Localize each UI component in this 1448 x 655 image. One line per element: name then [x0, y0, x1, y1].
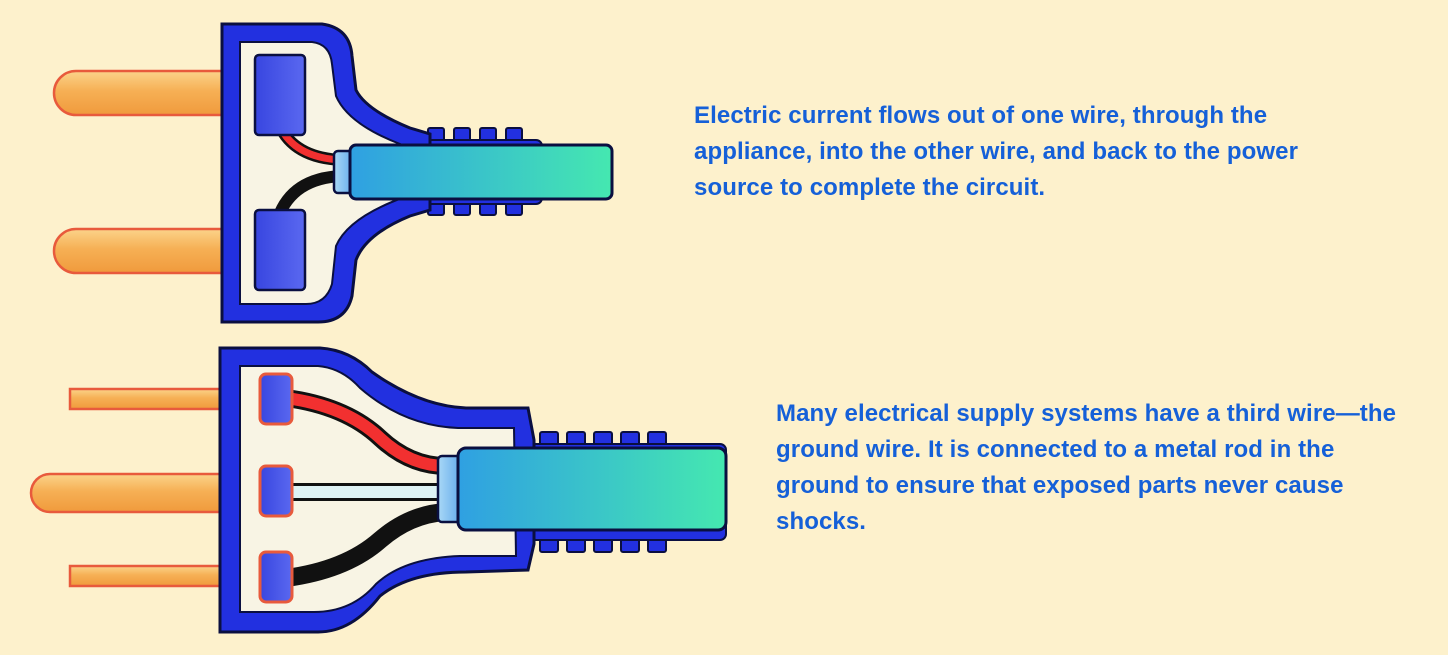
upper-terminal	[253, 53, 307, 137]
ground-prong	[29, 472, 272, 514]
upper-prong	[52, 69, 264, 117]
two-prong-caption: Electric current flows out of one wire, …	[694, 102, 1299, 201]
power-cable	[456, 446, 728, 532]
three-prong-caption: Many electrical supply systems have a th…	[776, 400, 1397, 535]
lower-terminal	[258, 550, 294, 604]
upper-terminal	[258, 372, 294, 426]
neutral-wire	[277, 503, 455, 587]
lower-prong	[52, 227, 264, 275]
power-cable	[348, 143, 614, 201]
three-prong-plug	[29, 346, 728, 634]
lower-terminal	[253, 208, 307, 292]
ground-terminal	[258, 464, 294, 518]
two-prong-plug	[52, 22, 614, 324]
